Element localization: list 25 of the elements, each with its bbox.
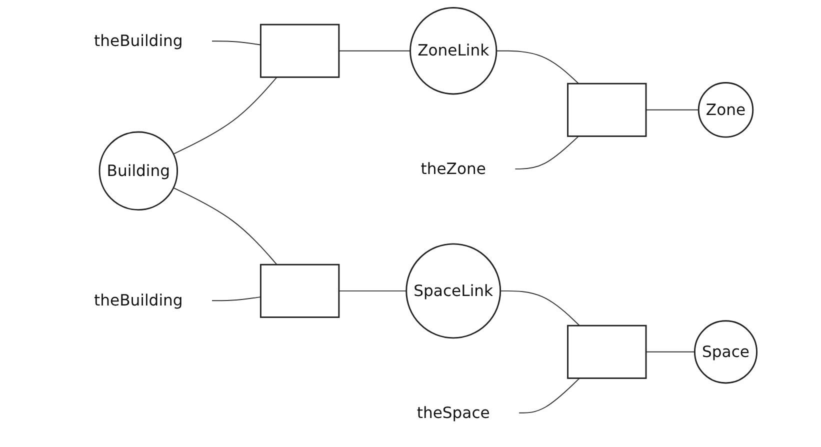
- node-box: [566, 82, 646, 137]
- connector: [518, 378, 580, 414]
- connector: [645, 351, 695, 352]
- connector: [338, 290, 407, 292]
- node-circle: ZoneLink: [409, 7, 497, 95]
- node-circle: Space: [694, 320, 758, 384]
- connector: [172, 76, 278, 154]
- node-circle: SpaceLink: [405, 243, 501, 339]
- node-text: theBuilding: [94, 290, 182, 310]
- node-box: [566, 324, 646, 379]
- connector: [496, 50, 579, 84]
- node-circle: Zone: [698, 82, 754, 138]
- node-text: theZone: [420, 159, 486, 178]
- node-circle: Building: [98, 131, 178, 211]
- connector: [211, 40, 261, 46]
- node-box: [260, 264, 340, 318]
- connector: [211, 296, 261, 302]
- connector: [500, 290, 580, 326]
- node-box: [260, 24, 340, 78]
- connector: [172, 187, 278, 266]
- node-text: theBuilding: [94, 31, 182, 50]
- node-text: theSpace: [416, 403, 490, 422]
- connector: [645, 109, 699, 110]
- connector: [514, 136, 579, 170]
- connector: [338, 50, 410, 52]
